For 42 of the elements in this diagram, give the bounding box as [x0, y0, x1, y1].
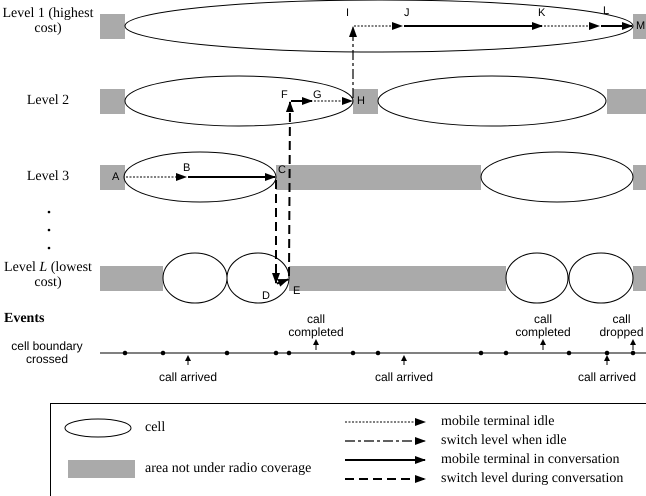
point-label: B — [183, 162, 190, 174]
legend-label: cell — [145, 420, 166, 436]
arrow — [188, 173, 276, 181]
event-label: call arrived — [158, 371, 218, 384]
arrow — [291, 97, 313, 105]
arrow — [272, 180, 280, 284]
point-label: E — [293, 285, 300, 298]
arrow — [544, 22, 600, 30]
point-label: F — [281, 89, 288, 102]
point-label: H — [357, 95, 365, 108]
point-label: A — [112, 171, 120, 184]
point-label: G — [313, 89, 322, 102]
point-label: D — [262, 290, 270, 302]
point-label: I — [346, 7, 350, 20]
event-label: call dropped — [598, 313, 645, 340]
arrow — [286, 101, 294, 276]
event-label: call completed — [514, 313, 572, 340]
arrow — [601, 22, 633, 30]
legend-label: switch level during conversation — [441, 471, 624, 486]
level-label: Level 2 — [26, 93, 70, 108]
legend-label: mobile terminal in conversation — [441, 452, 620, 468]
point-label: C — [278, 164, 286, 176]
level-label: Level L (lowest cost) — [3, 260, 93, 291]
arrow — [276, 278, 290, 287]
arrow — [354, 22, 403, 30]
arrow — [404, 22, 543, 30]
point-label: K — [538, 7, 546, 20]
event-label: call completed — [287, 313, 345, 340]
arrow — [314, 97, 353, 105]
point-label: L — [603, 5, 610, 18]
arrow — [349, 26, 357, 98]
axis-label: cell boundary crossed — [10, 340, 84, 366]
arrow — [126, 173, 187, 181]
legend-label: mobile terminal idle — [441, 414, 555, 430]
legend-label: switch level when idle — [441, 433, 567, 448]
legend-label: area not under radio coverage — [145, 461, 312, 476]
level-label: Level 1 (highest cost) — [2, 6, 94, 37]
point-label: J — [404, 7, 410, 20]
event-label: call arrived — [374, 371, 434, 384]
level-label: Level 3 — [26, 169, 70, 184]
event-label: call arrived — [577, 371, 637, 384]
section-heading: Events — [4, 311, 46, 326]
